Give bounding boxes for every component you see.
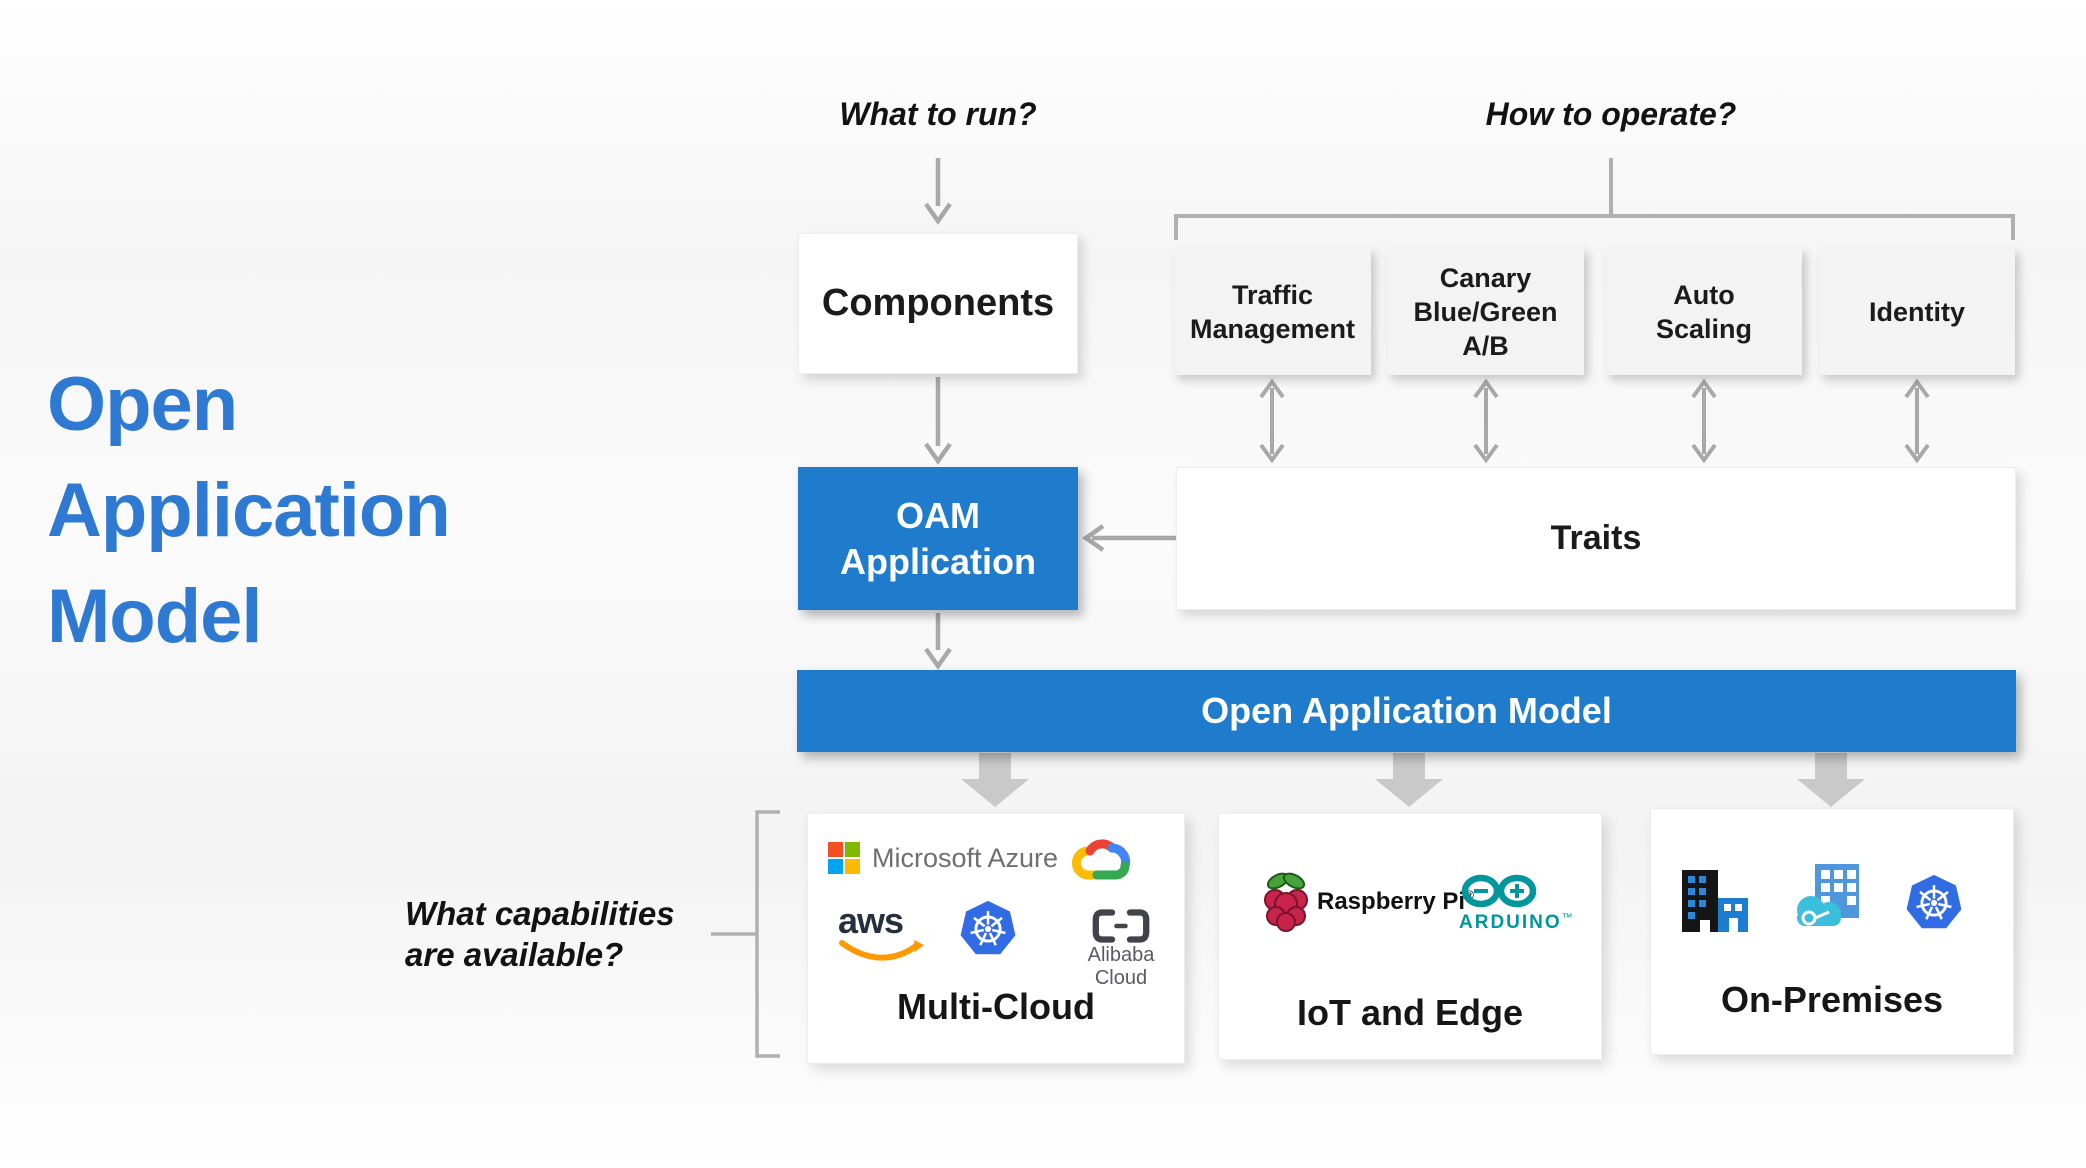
kubernetes-icon xyxy=(1906,874,1962,929)
components-to-oam-arrow xyxy=(924,377,952,465)
operate-box-canary: Canary Blue/Green A/B xyxy=(1387,248,1584,375)
raspberry-pi-text-main: Raspberry Pi xyxy=(1317,888,1466,915)
traits-to-oam-arrow xyxy=(1082,524,1176,552)
page-title: Open Application Model xyxy=(47,352,607,670)
aws-logo: aws xyxy=(838,903,924,962)
page-title-line: Open xyxy=(47,362,238,447)
operate-box-identity: Identity xyxy=(1819,248,2015,375)
arduino-logo: ARDUINO™ xyxy=(1459,870,1573,934)
aws-logo-text: aws xyxy=(838,900,904,941)
banner-down-arrows xyxy=(961,753,1865,807)
raspberry-pi-icon xyxy=(1264,872,1308,932)
aws-swoosh-icon xyxy=(839,940,924,961)
multi-cloud-box: Microsoft Azure aws xyxy=(807,813,1185,1064)
page-title-line: Model xyxy=(47,574,263,659)
raspberry-pi-reg-mark: ® xyxy=(1465,888,1474,902)
multi-cloud-label: Multi-Cloud xyxy=(897,986,1095,1027)
traits-box: Traits xyxy=(1176,467,2016,610)
raspberry-pi-logo: Raspberry Pi® xyxy=(1261,870,1474,934)
alibaba-cloud-logo: Alibaba Cloud xyxy=(1066,908,1176,990)
iot-edge-box: Raspberry Pi® ARDUINO™ IoT and Edge xyxy=(1218,813,1602,1060)
capabilities-label: What capabilities are available? xyxy=(405,893,735,975)
raspberry-pi-text: Raspberry Pi® xyxy=(1317,888,1474,916)
azure-logo: Microsoft Azure xyxy=(828,842,1058,874)
capabilities-label-line: are available? xyxy=(405,936,624,973)
iot-edge-label: IoT and Edge xyxy=(1296,992,1523,1033)
trait-link-arrows xyxy=(1259,378,1930,464)
cloud-building-icon xyxy=(1797,864,1859,926)
what-to-run-label: What to run? xyxy=(839,96,1037,132)
how-to-operate-label: How to operate? xyxy=(1485,96,1737,132)
on-premises-label: On-Premises xyxy=(1720,979,1944,1020)
operate-bracket xyxy=(1174,214,2015,240)
google-cloud-icon xyxy=(1071,839,1131,880)
capabilities-label-line: What capabilities xyxy=(405,895,675,932)
what-to-run-arrow xyxy=(924,158,952,225)
arduino-tm-mark: ™ xyxy=(1561,912,1573,924)
oam-to-banner-arrow xyxy=(924,613,952,670)
kubernetes-icon xyxy=(960,900,1016,955)
capabilities-bracket xyxy=(711,810,780,1058)
azure-logo-text: Microsoft Azure xyxy=(872,842,1059,873)
arduino-text: ARDUINO™ xyxy=(1459,912,1573,934)
components-box: Components xyxy=(798,233,1078,374)
open-application-model-banner: Open Application Model xyxy=(797,670,2016,752)
oam-application-box: OAM Application xyxy=(798,467,1078,610)
page-title-line: Application xyxy=(47,468,451,553)
operate-box-traffic-management: Traffic Management xyxy=(1174,248,1371,375)
buildings-icon xyxy=(1682,870,1748,932)
arduino-text-main: ARDUINO xyxy=(1459,912,1562,933)
alibaba-cloud-text: Alibaba Cloud xyxy=(1087,944,1155,989)
arduino-icon xyxy=(1461,874,1537,908)
alibaba-cloud-icon xyxy=(1092,909,1150,943)
operate-box-auto-scaling: Auto Scaling xyxy=(1606,248,1802,375)
microsoft-squares-icon xyxy=(828,842,860,874)
on-premises-box: On-Premises xyxy=(1650,808,2014,1055)
